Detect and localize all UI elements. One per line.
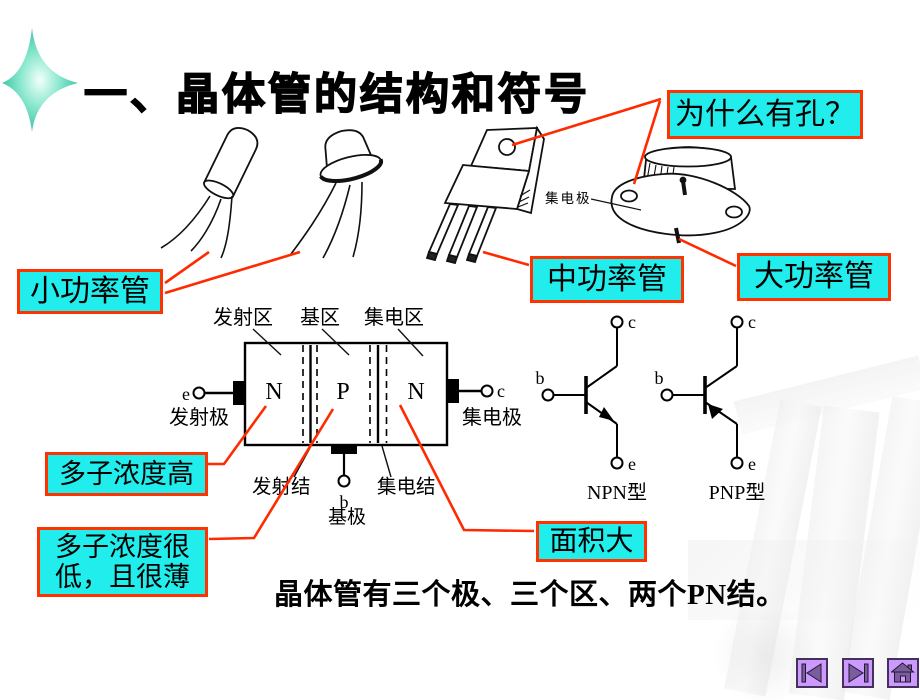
collector-pin: c (497, 381, 505, 401)
npn-type-label: NPN型 (587, 481, 647, 504)
npn-symbol (541, 315, 624, 470)
region-p: P (336, 379, 349, 405)
emitter-label: 发射极 (169, 406, 229, 429)
to3-collector-label: 集电极 (545, 191, 592, 206)
home-icon (891, 662, 915, 683)
callout-majority-high-text: 多子浓度高 (59, 458, 194, 489)
home-button[interactable] (887, 658, 919, 688)
pnp-emitter-pin: e (748, 454, 756, 474)
npn-collector-pin: c (628, 312, 636, 332)
callout-why-hole-text: 为什么有孔？ (675, 97, 855, 131)
callout-majority-low-line1: 多子浓度很 (55, 531, 190, 562)
callout-large-area: 面积大 (536, 521, 647, 562)
medium-transistor-to220 (425, 125, 545, 265)
next-slide-button[interactable] (842, 658, 874, 688)
slide-title: 一、晶体管的结构和符号 (83, 69, 590, 121)
callout-majority-high: 多子浓度高 (45, 452, 208, 496)
conclusion-text: 晶体管有三个极、三个区、两个PN结。 (274, 579, 786, 611)
callout-medium-power: 中功率管 (530, 256, 684, 303)
pnp-collector-pin: c (748, 312, 756, 332)
previous-icon (801, 663, 822, 683)
collector-label: 集电极 (462, 406, 522, 429)
region-n2: N (407, 379, 424, 405)
collector-junction-label: 集电结 (377, 476, 436, 498)
npn-base-pin: b (536, 368, 545, 388)
callout-medium-power-text: 中功率管 (547, 262, 667, 296)
pnp-symbol (660, 315, 744, 470)
base-label: 基极 (328, 506, 366, 528)
star-decoration (2, 28, 78, 132)
callout-large-power: 大功率管 (737, 253, 891, 301)
pnp-base-pin: b (655, 368, 664, 388)
emitter-junction-label: 发射结 (252, 476, 311, 498)
base-pin: b (340, 492, 349, 512)
callout-majority-low-line2: 低，且很薄 (55, 562, 190, 592)
base-region-label: 基区 (300, 306, 340, 329)
emitter-pin: e (182, 384, 190, 404)
large-transistor-to3 (610, 146, 751, 244)
callout-why-hole: 为什么有孔？ (667, 90, 863, 139)
to3-collector-leader (590, 198, 642, 211)
region-n1: N (265, 379, 282, 405)
callout-large-power-text: 大功率管 (754, 260, 874, 294)
callout-majority-low: 多子浓度很低，且很薄 (37, 527, 208, 597)
structure-diagram: N P N 发射区 基区 集电区 e 发射极 c 集电极 b 基极 发射结 集电… (169, 306, 522, 528)
small-transistor-hat (290, 129, 384, 259)
npn-emitter-pin: e (628, 454, 636, 474)
callout-small-power: 小功率管 (17, 269, 163, 314)
collector-region-label: 集电区 (364, 306, 424, 329)
previous-slide-button[interactable] (796, 658, 828, 688)
pnp-type-label: PNP型 (709, 481, 766, 504)
callout-small-power-text: 小功率管 (30, 274, 150, 308)
next-icon (848, 663, 869, 683)
red-leader-lines (164, 97, 737, 541)
callout-large-area-text: 面积大 (549, 525, 634, 557)
small-transistor-cylinder (160, 127, 259, 259)
emitter-region-label: 发射区 (213, 306, 273, 329)
